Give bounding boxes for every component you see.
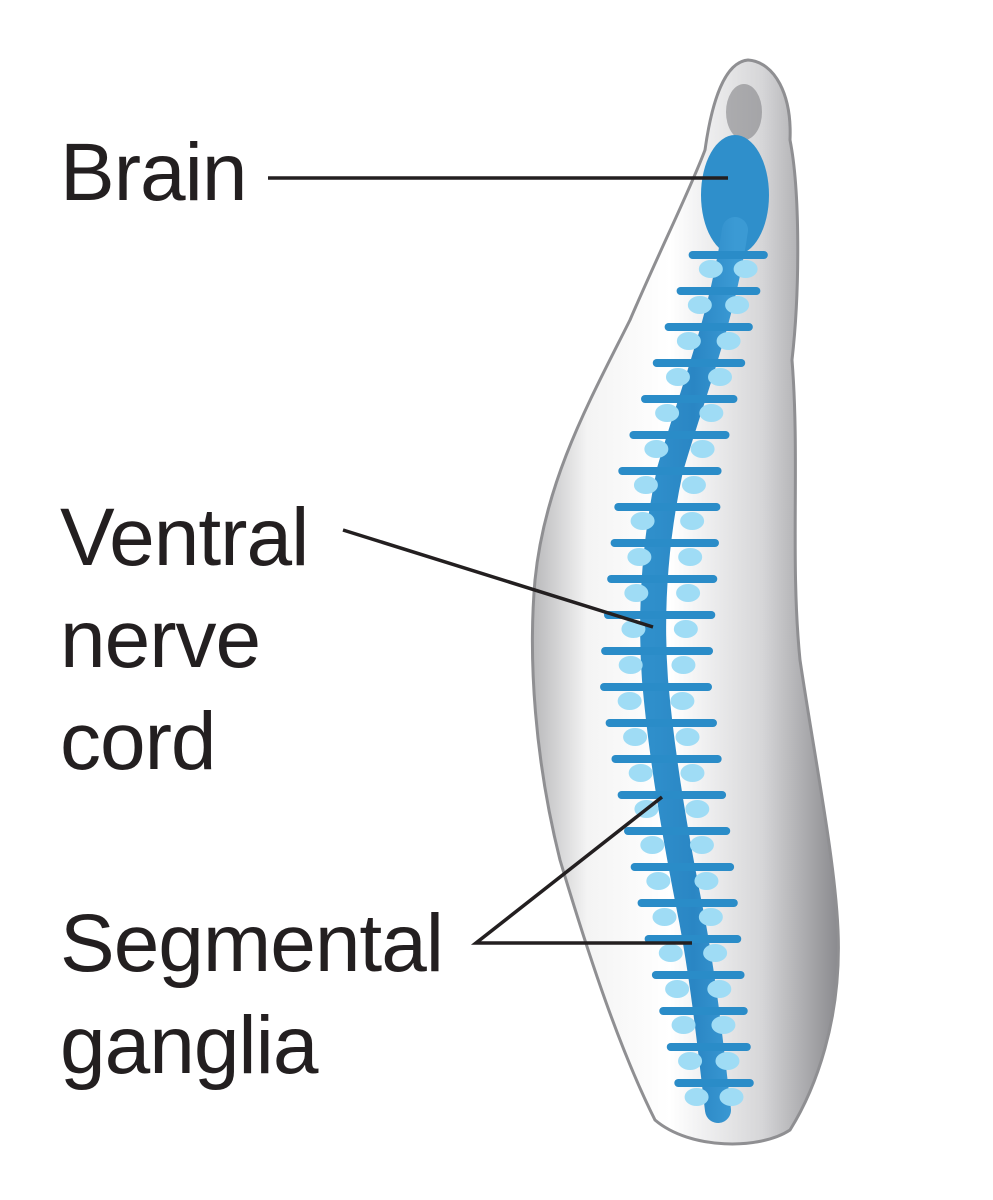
segmental-nerve [605, 719, 717, 727]
ganglion-blob [703, 944, 728, 962]
ganglion-blob [719, 1088, 744, 1106]
segmental-nerve [664, 323, 753, 331]
segmental-ganglia-label: Segmental ganglia [60, 893, 444, 1097]
ganglion-blob [627, 548, 652, 566]
segmental-nerve [611, 755, 722, 763]
segmental-nerve [688, 251, 768, 259]
ventral-nerve-cord-label: Ventral nerve cord [60, 487, 309, 793]
ventral-label-line-1: Ventral [60, 492, 309, 583]
segmental-label-line-2: ganglia [60, 1000, 318, 1091]
segmental-nerve [651, 971, 745, 979]
ganglion-blob [698, 260, 723, 278]
ganglion-blob [687, 296, 712, 314]
ganglion-blob [708, 368, 733, 386]
ganglion-blob [684, 1088, 709, 1106]
worm-body [530, 58, 840, 1146]
segmental-nerve [618, 467, 722, 475]
segmental-nerve [630, 863, 735, 871]
ganglion-blob [699, 404, 724, 422]
segmental-nerve [641, 395, 738, 403]
ganglion-blob [640, 836, 665, 854]
ganglion-blob [646, 872, 671, 890]
ganglion-blob [633, 476, 658, 494]
ganglion-blob [715, 1052, 740, 1070]
segmental-nerve [629, 431, 730, 439]
brain-label: Brain [60, 122, 247, 224]
brain-shape [701, 135, 769, 255]
ganglion-blob [624, 584, 649, 602]
segmental-nerve [614, 503, 721, 511]
ganglion-blob [678, 548, 703, 566]
ganglion-blob [685, 800, 710, 818]
segmental-nerve [637, 899, 738, 907]
ganglion-blob [676, 332, 701, 350]
ganglion-blob [733, 260, 758, 278]
segmental-nerve [652, 359, 746, 367]
ganglion-blob [670, 692, 695, 710]
segmental-nerve [607, 575, 718, 583]
ganglion-blob [680, 764, 705, 782]
ganglion-blob [678, 1052, 703, 1070]
segmental-nerve [603, 611, 716, 619]
head-tip [726, 84, 762, 140]
segmental-ganglia-group [600, 251, 768, 1106]
ganglion-blob [690, 440, 715, 458]
ventral-label-line-2: nerve [60, 594, 261, 685]
segmental-nerve [600, 683, 712, 691]
ganglion-blob [675, 728, 700, 746]
segmental-nerve [676, 287, 761, 295]
segmental-nerve [644, 935, 742, 943]
segmental-nerve [610, 539, 719, 547]
ventral-cord-leader-line [342, 528, 654, 629]
ganglion-blob [628, 764, 653, 782]
segmental-nerve [659, 1007, 748, 1015]
ventral-label-line-3: cord [60, 696, 217, 787]
segmental-nerve [666, 1043, 751, 1051]
ganglion-blob [716, 332, 741, 350]
ganglion-blob [673, 620, 698, 638]
ganglion-blob [665, 368, 690, 386]
segmental-nerve [617, 791, 727, 799]
brain-label-text: Brain [60, 127, 247, 218]
ganglion-blob [680, 512, 705, 530]
ganglion-blob [655, 404, 680, 422]
ganglion-blob [652, 908, 677, 926]
segmental-nerve [601, 647, 714, 655]
ganglion-blob [671, 656, 696, 674]
ganglion-blob [681, 476, 706, 494]
ganglion-blob [658, 944, 683, 962]
ganglion-blob [644, 440, 669, 458]
segmental-label-line-1: Segmental [60, 898, 444, 989]
ganglion-blob [617, 692, 642, 710]
ganglion-blob [618, 656, 643, 674]
ganglion-blob [671, 1016, 696, 1034]
ganglion-blob [689, 836, 714, 854]
ganglion-blob [665, 980, 690, 998]
ganglion-blob [676, 584, 701, 602]
ganglion-blob [725, 296, 750, 314]
segmental-nerve [674, 1079, 754, 1087]
ganglion-blob [694, 872, 719, 890]
ganglion-blob [707, 980, 732, 998]
segmental-ganglia-leader-lines [470, 795, 692, 945]
ganglion-blob [623, 728, 648, 746]
ganglion-blob [630, 512, 655, 530]
segmental-nerve [624, 827, 731, 835]
ganglion-blob [698, 908, 723, 926]
ganglion-blob [711, 1016, 736, 1034]
